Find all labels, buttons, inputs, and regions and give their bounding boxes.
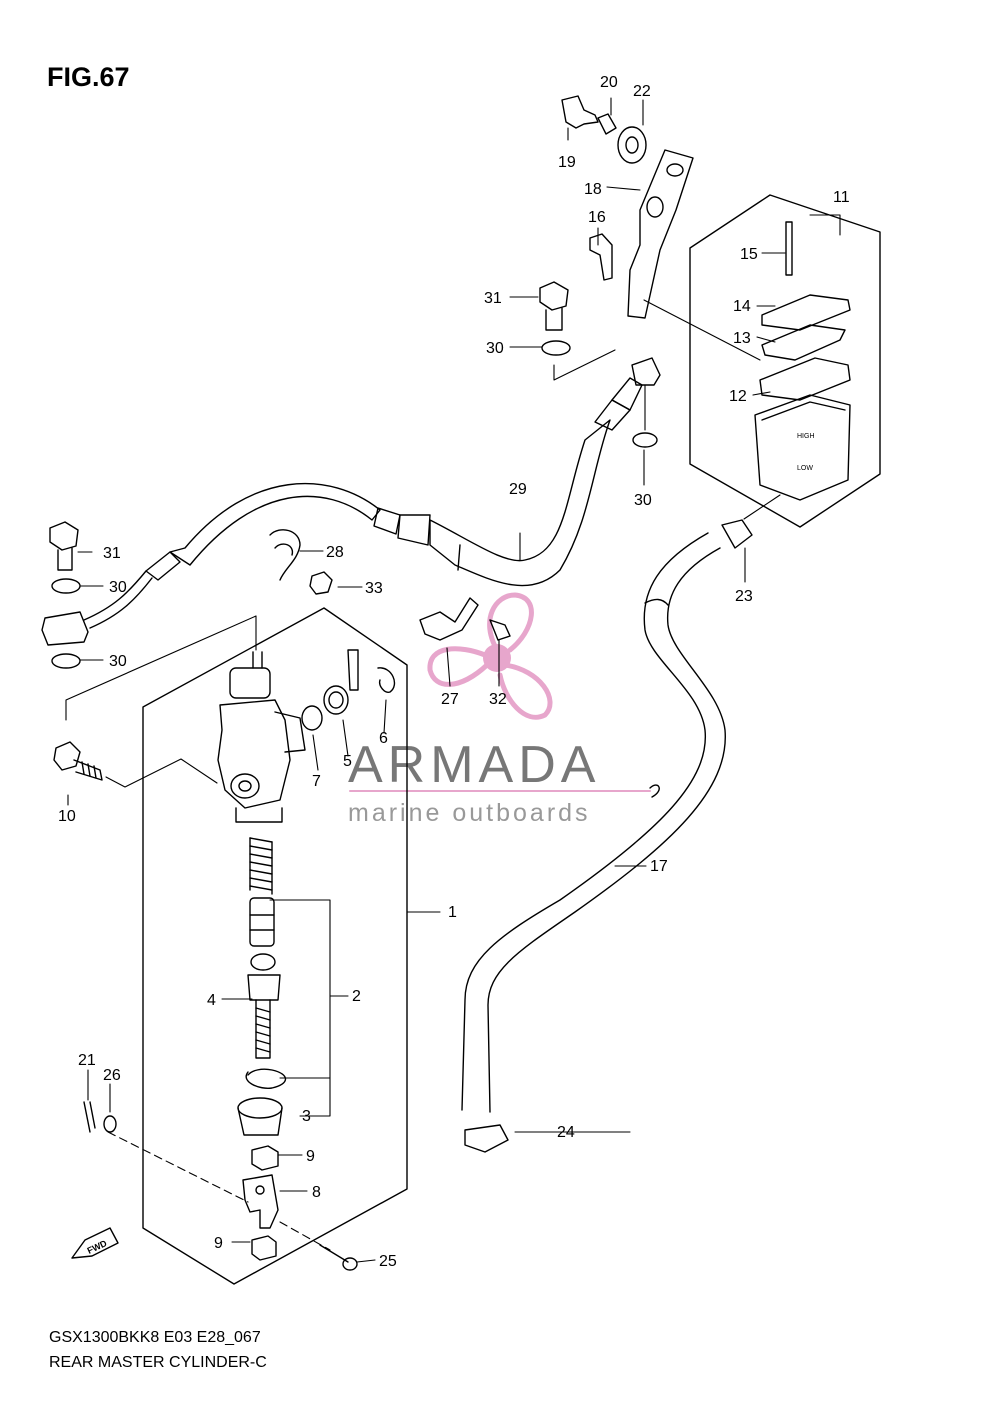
spacer-20 bbox=[597, 113, 617, 135]
callout-7: 7 bbox=[312, 773, 321, 790]
washer-30-upper-b bbox=[632, 432, 658, 448]
callout-17: 17 bbox=[650, 858, 668, 875]
reservoir-low-mark: LOW bbox=[797, 465, 813, 472]
washer-30-left-upper bbox=[51, 578, 81, 594]
bracket-hole-lower bbox=[646, 196, 664, 218]
banjo-fitting-upper bbox=[631, 357, 661, 386]
callout-9-upper: 9 bbox=[306, 1148, 315, 1165]
hose-connector bbox=[323, 649, 359, 715]
washer-30-upper-a bbox=[541, 340, 571, 356]
hose-clamp-24 bbox=[464, 1124, 509, 1153]
callout-32: 32 bbox=[489, 691, 507, 708]
bolt-32 bbox=[489, 619, 511, 641]
banjo-fitting-left bbox=[41, 611, 89, 646]
callout-22: 22 bbox=[633, 83, 651, 100]
hose-clamp-28 bbox=[269, 529, 301, 581]
callout-29: 29 bbox=[509, 481, 527, 498]
figure-title: FIG.67 bbox=[47, 62, 130, 92]
callout-33: 33 bbox=[365, 580, 383, 597]
push-rod bbox=[247, 953, 281, 1059]
brake-hose-29 bbox=[83, 377, 643, 629]
bolt-10 bbox=[53, 741, 103, 781]
callout-8: 8 bbox=[312, 1184, 321, 1201]
watermark-name: ARMADA bbox=[348, 736, 600, 794]
union-bolt-left bbox=[49, 521, 79, 571]
propeller-logo bbox=[427, 592, 553, 720]
callout-30-upper: 30 bbox=[486, 340, 504, 357]
figure-description: REAR MASTER CYLINDER-C bbox=[49, 1354, 267, 1371]
callout-25: 25 bbox=[379, 1253, 397, 1270]
callout-31-left: 31 bbox=[103, 545, 121, 562]
callout-3: 3 bbox=[302, 1108, 311, 1125]
bracket-hole-upper bbox=[666, 163, 684, 177]
watermark-tagline: marine outboards bbox=[348, 799, 591, 827]
hose-clamp-23 bbox=[721, 519, 753, 549]
boot bbox=[237, 1097, 283, 1136]
cotter-pin bbox=[83, 1101, 96, 1133]
nut-lower bbox=[251, 1235, 277, 1261]
callout-30-left-upper: 30 bbox=[109, 579, 127, 596]
callout-15: 15 bbox=[740, 246, 758, 263]
callout-4: 4 bbox=[207, 992, 216, 1009]
callout-26: 26 bbox=[103, 1067, 121, 1084]
washer-30-left-lower bbox=[51, 653, 81, 669]
reservoir-high-mark: HIGH bbox=[797, 433, 815, 440]
bolt-19 bbox=[561, 95, 599, 129]
callout-5: 5 bbox=[343, 753, 352, 770]
master-cylinder-group-outline bbox=[142, 607, 408, 1285]
forward-arrow: FWD bbox=[71, 1227, 119, 1259]
piston bbox=[249, 897, 275, 947]
callout-6: 6 bbox=[379, 730, 388, 747]
reservoir-hose-17 bbox=[461, 532, 726, 1113]
callout-27: 27 bbox=[441, 691, 459, 708]
callouts: 1 2 3 4 5 6 7 8 9 9 10 11 12 13 14 15 16… bbox=[58, 74, 850, 1270]
snap-ring bbox=[245, 1068, 287, 1089]
callout-1: 1 bbox=[448, 904, 457, 921]
callout-28: 28 bbox=[326, 544, 344, 561]
circlip bbox=[377, 667, 396, 693]
grommet-22-inner bbox=[625, 136, 639, 154]
grommet-22 bbox=[617, 126, 647, 164]
callout-19: 19 bbox=[558, 154, 576, 171]
callout-18: 18 bbox=[584, 181, 602, 198]
callout-16: 16 bbox=[588, 209, 606, 226]
callout-9-lower: 9 bbox=[214, 1235, 223, 1252]
callout-24: 24 bbox=[557, 1124, 575, 1141]
callout-30-left-lower: 30 bbox=[109, 653, 127, 670]
callout-30-right: 30 bbox=[634, 492, 652, 509]
callout-2: 2 bbox=[352, 988, 361, 1005]
figure-code: GSX1300BKK8 E03 E28_067 bbox=[49, 1329, 261, 1346]
callout-12: 12 bbox=[729, 388, 747, 405]
callout-31-upper: 31 bbox=[484, 290, 502, 307]
callout-23: 23 bbox=[735, 588, 753, 605]
callout-20: 20 bbox=[600, 74, 618, 91]
clevis-joint bbox=[242, 1174, 279, 1229]
spring bbox=[249, 837, 273, 895]
callout-21: 21 bbox=[78, 1052, 96, 1069]
nut-upper bbox=[251, 1145, 279, 1171]
mounting-bracket bbox=[627, 149, 694, 319]
watermark: ARMADA marine outboards bbox=[348, 592, 651, 827]
reservoir-group-outline bbox=[689, 194, 881, 528]
bolt-33 bbox=[309, 571, 333, 595]
callout-10: 10 bbox=[58, 808, 76, 825]
callout-13: 13 bbox=[733, 330, 751, 347]
o-ring bbox=[301, 705, 323, 731]
master-cylinder-body bbox=[217, 651, 306, 823]
reservoir-assembly bbox=[754, 221, 851, 501]
hose-clamp-27 bbox=[419, 597, 479, 641]
washer-26 bbox=[103, 1115, 117, 1133]
bolt-16 bbox=[589, 233, 613, 281]
callout-14: 14 bbox=[733, 298, 751, 315]
clevis-pin bbox=[319, 1244, 358, 1271]
leader-lines bbox=[65, 97, 841, 1263]
union-bolt-upper bbox=[539, 281, 569, 331]
callout-11: 11 bbox=[833, 189, 850, 206]
